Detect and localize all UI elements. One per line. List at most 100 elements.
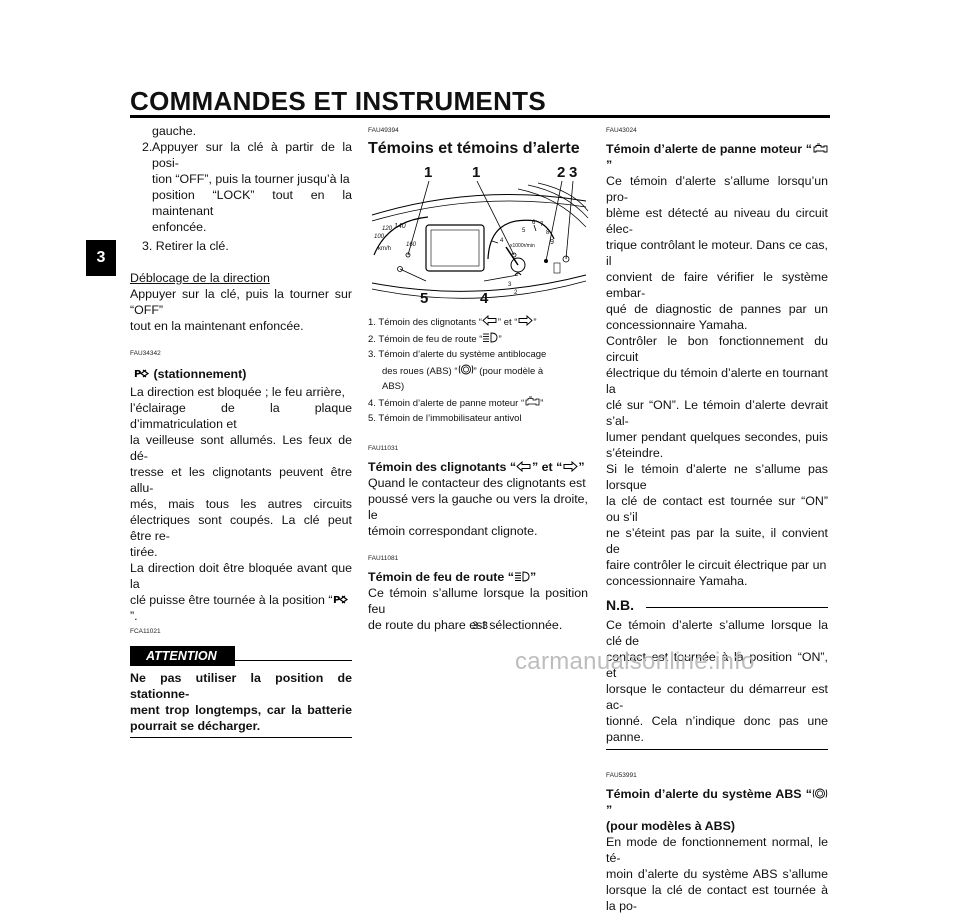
beam-heading-text: Témoin de feu de route “ [368,570,514,584]
caption-3: 3. Témoin d’alerte du système antiblocag… [368,349,588,393]
park-line: la veilleuse sont allumés. Les feux de d… [130,433,352,463]
step-2-number: 2. [142,140,153,154]
attention-label: ATTENTION [130,646,235,666]
fau-code: FAU53991 [606,772,637,779]
beam-line: Ce témoin s’allume lorsque la position f… [368,586,588,616]
gauge-160: 160 [406,242,417,248]
engine-line: Si le témoin d’alerte ne s’allume pas lo… [606,462,828,492]
engine-line: qué de diagnostic de pannes par un [606,302,828,316]
svg-text:P: P [134,369,141,379]
turn-line: poussé vers la gauche ou vers la droite,… [368,492,588,522]
engine-line: convient de faire vérifier le système em… [606,270,828,300]
unlock-heading: Déblocage de la direction [130,271,270,285]
abs-line: lorsque la clé de contact est tournée à … [606,883,828,913]
tach-8: 8 [546,230,550,236]
nb-end-rule [606,749,828,750]
chapter-tab: 3 [86,240,116,276]
watermark: carmanualsonline.info [515,648,755,675]
abs-icon [812,787,828,799]
abs-heading: Témoin d’alerte du système ABS “” [606,786,828,818]
nb-rule [646,607,828,608]
caption-text: 1. Témoin des clignotants “ [368,317,482,328]
engine-heading-text: ” [606,158,613,172]
engine-line: Ce témoin d’alerte s’allume lorsqu’un pr… [606,174,828,204]
caption-5: 5. Témoin de l’immobilisateur antivol [368,413,522,424]
fau-code: FAU11031 [368,445,399,452]
attention-line: Ne pas utiliser la position de stationne… [130,671,352,701]
step-2: 2. Appuyer sur la clé à partir de la pos… [130,139,352,235]
nb-line: Ce témoin d’alerte s’allume lorsque la c… [606,618,828,648]
high-beam-icon [514,570,530,582]
caption-text: ” [533,317,537,328]
tach-7: 7 [540,222,544,228]
gauge-kmh: km/h [378,246,392,252]
right-column: FAU43024 Témoin d’alerte de panne moteur… [606,123,828,914]
beam-heading-text: ” [529,570,537,584]
engine-line: ne s’éteint pas par la suite, il convien… [606,526,828,556]
abs-subheading: (pour modèles à ABS) [606,819,735,833]
engine-line: s’éteindre. [606,446,664,460]
section-title: Témoins et témoins d’alerte [368,140,580,157]
callout-1b: 1 [472,164,481,181]
unlock-line: Appuyer sur la clé, puis la tourner sur … [130,287,352,317]
turn-heading: Témoin des clignotants “” et “” [368,459,588,475]
caption-text: ” [540,398,544,409]
engine-heading-text: Témoin d’alerte de panne moteur “ [606,142,812,156]
fca-code: FCA11021 [130,628,161,635]
engine-line: concessionnaire Yamaha. [606,318,748,332]
engine-line: blème est détecté au niveau du circuit é… [606,206,828,236]
caption-text: des roues (ABS) “ [382,366,458,377]
callout-5: 5 [420,290,429,307]
nb-label: N.B. [606,597,634,613]
abs-line: moin d’alerte du système ABS s’allume [606,867,828,881]
middle-column: FAU49394 Témoins et témoins d’alerte [368,123,590,633]
turn-left-icon [482,314,498,327]
title-rule [130,115,830,118]
engine-icon [812,142,828,153]
abs-line: En mode de fonctionnement normal, le té- [606,835,828,865]
caption-text: ” et “ [497,317,518,328]
nb-line: lorsque le contacteur du démarreur est a… [606,682,828,712]
engine-line: électrique du témoin d’alerte en tournan… [606,366,828,396]
nb-line: contact est tournée à la position “ON”, … [606,650,828,680]
caption-text: 4. Témoin d’alerte de panne moteur “ [368,398,525,409]
step2-line: tion “OFF”, puis la tourner jusqu’à la [152,172,350,186]
park-line-text: clé puisse être tournée à la position “ [130,593,333,607]
park-line: l’éclairage de la plaque d’immatriculati… [130,401,352,431]
gauge-140: 140 [394,223,406,230]
park-line: La direction est bloquée ; le feu arrièr… [130,385,345,399]
step1-continued: gauche. [152,124,197,138]
fau-code: FAU34342 [130,350,161,357]
figure-captions: 1. Témoin des clignotants “” et “” 2. Té… [368,314,588,425]
park-line: clé puisse être tournée à la position “P… [130,592,352,624]
turn-right-icon [517,314,534,327]
engine-line: Contrôler le bon fonctionnement du circu… [606,334,828,364]
turn-heading-text: Témoin des clignotants “ [368,460,517,474]
engine-line: clé sur “ON”. Le témoin d’alerte devrait… [606,398,828,428]
caption-text: ” [498,334,502,345]
step2-line: Appuyer sur la clé à partir de la posi- [152,140,352,170]
left-column: gauche. 2. Appuyer sur la clé à partir d… [130,123,352,738]
engine-line: concessionnaire Yamaha. [606,574,748,588]
nb-header: N.B. [606,597,828,617]
callout-3: 3 [569,164,578,181]
engine-icon [524,396,540,407]
attention-rule [222,660,352,661]
engine-line: faire contrôler le circuit électrique pa… [606,558,827,572]
tach-4: 4 [500,238,504,244]
engine-line: la clé de contact est tournée sur “ON” o… [606,494,828,524]
step2-line: position “LOCK” tout en la maintenant [152,188,352,218]
instrument-cluster-illustration: 1 1 2 3 5 4 km/h x1000r/min 100 120 140 … [368,163,590,313]
turn-right-icon [562,460,579,473]
instrument-cluster-drawing [371,180,589,299]
tach-5: 5 [522,228,526,234]
attention-end-rule [130,737,352,738]
page-number: 3-3 [472,620,488,632]
attention-header: ATTENTION [130,646,352,668]
caption-text: ABS) [382,381,405,392]
caption-text: ” (pour modèle à [473,366,544,377]
parking-icon: P [134,367,150,380]
nb-line: tionné. Cela n’indique donc pas une pann… [606,714,828,744]
gauge-rpm: x1000r/min [510,243,535,249]
park-line: tresse et les clignotants peuvent être a… [130,465,352,495]
